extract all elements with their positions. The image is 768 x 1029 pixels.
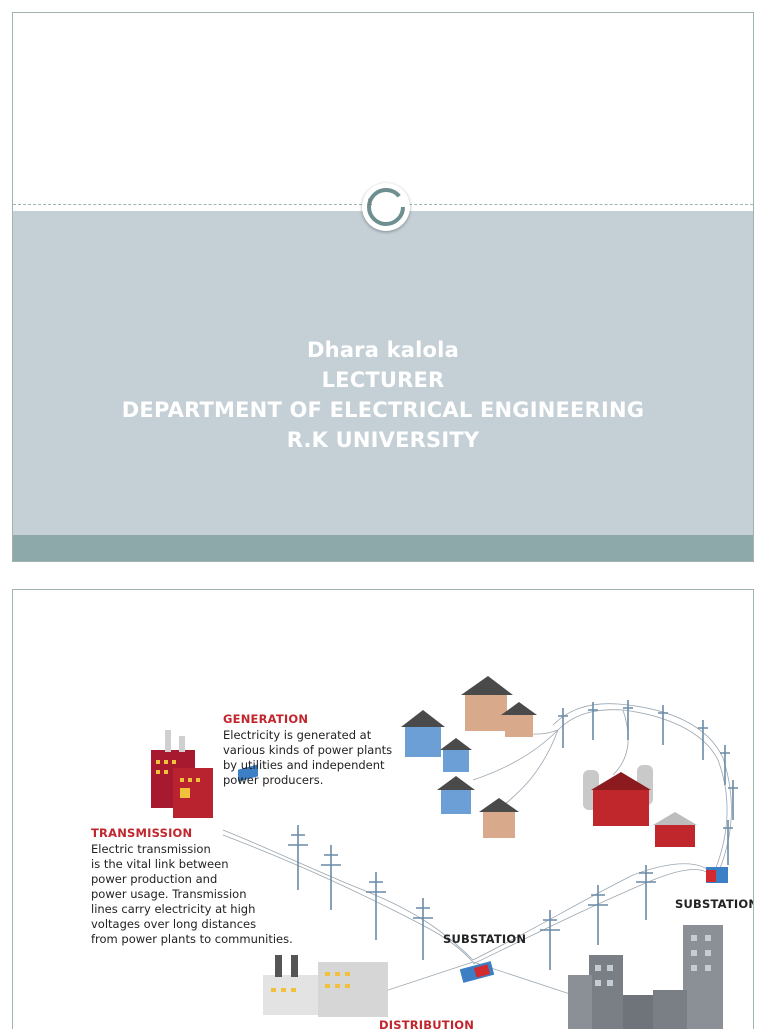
substation-label-center: SUBSTATION <box>443 932 527 946</box>
ring-icon <box>367 188 405 226</box>
industrial-buildings-icon <box>263 955 388 1017</box>
city-buildings-icon <box>568 925 723 1029</box>
transmission-description: Electric transmission is the vital link … <box>91 842 293 946</box>
substation-label-right: SUBSTATION <box>675 897 754 911</box>
title-band <box>13 211 753 537</box>
power-lines <box>222 703 732 996</box>
transformer-icons <box>238 764 728 983</box>
title-slide: 1 Dhara kalola LECTURER DEPARTMENT OF EL… <box>12 12 754 562</box>
power-grid-illustration <box>151 676 738 1029</box>
presenter-university: R.K UNIVERSITY <box>286 428 480 452</box>
farm-icon <box>583 765 697 847</box>
houses-icon <box>401 676 537 838</box>
power-plant-icon <box>151 730 213 818</box>
footer-bar <box>13 535 753 561</box>
slide-number-badge <box>362 183 410 231</box>
grid-diagram-slide: GENERATION Electricity is generated at v… <box>12 589 754 1029</box>
presenter-department: DEPARTMENT OF ELECTRICAL ENGINEERING <box>121 398 645 422</box>
generation-description: Electricity is generated at various kind… <box>223 728 393 787</box>
transmission-towers <box>288 700 738 970</box>
transmission-title: TRANSMISSION <box>91 826 193 840</box>
slide-number: 1 <box>367 198 373 208</box>
presenter-role: LECTURER <box>321 368 445 392</box>
presenter-name: Dhara kalola <box>307 338 459 362</box>
presenter-info: Dhara kalola LECTURER DEPARTMENT OF ELEC… <box>13 335 753 455</box>
generation-title: GENERATION <box>223 712 309 726</box>
